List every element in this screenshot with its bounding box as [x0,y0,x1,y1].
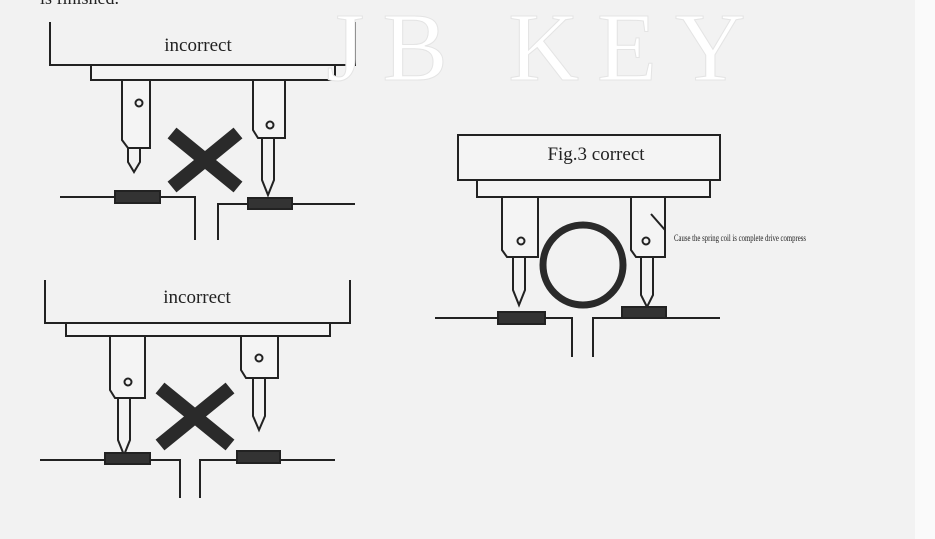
probe-right [240,335,279,433]
probe-left [109,335,146,458]
panel-label: incorrect [163,287,231,308]
cross-mark-icon [155,382,235,451]
panel-incorrect-2 [40,280,351,498]
spring-coil-icon [539,221,627,309]
probe-right [630,196,666,310]
cross-mark-icon [167,127,243,193]
header-text: is finished. [40,0,119,8]
panel-label: incorrect [164,35,232,56]
probe-right [252,79,286,198]
probe-left [121,79,151,174]
annotation-text: Cause the spring coil is complete drive … [674,233,806,243]
watermark: JB KEY [326,0,763,102]
panel-correct [435,134,721,357]
panel-label: Fig.3 correct [547,144,645,165]
probe-left [501,196,539,308]
panel-incorrect-1 [49,22,356,240]
